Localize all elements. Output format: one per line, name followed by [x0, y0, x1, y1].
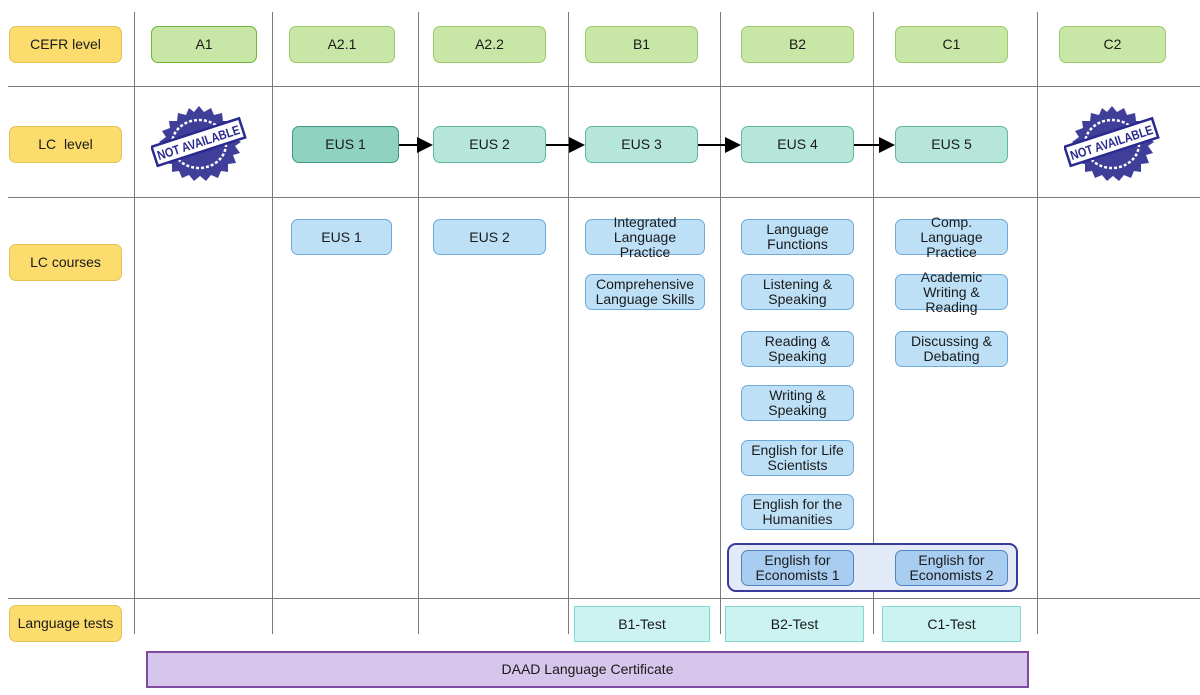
course-discussing-debating: Discussing & Debating: [895, 331, 1008, 367]
test-b2: B2-Test: [725, 606, 864, 642]
column-divider: [568, 12, 569, 634]
course-eus-1: EUS 1: [291, 219, 392, 255]
course-eus-2: EUS 2: [433, 219, 546, 255]
course-listening-speaking: Listening & Speaking: [741, 274, 854, 310]
course-comp-language-practice: Comp. Language Practice: [895, 214, 1008, 259]
row-label-lc-level: LC level: [9, 126, 122, 163]
course-academic-writing-reading: Academic Writing & Reading: [895, 269, 1008, 314]
cefr-c1: C1: [895, 26, 1008, 63]
row-divider: [8, 197, 1200, 198]
cefr-a1: A1: [151, 26, 257, 63]
test-b1: B1-Test: [574, 606, 710, 642]
course-writing-speaking: Writing & Speaking: [741, 385, 854, 421]
cefr-c2: C2: [1059, 26, 1166, 63]
column-divider: [134, 12, 135, 634]
daad-certificate-bar: DAAD Language Certificate: [146, 651, 1029, 688]
course-language-functions: Language Functions: [741, 219, 854, 255]
cefr-b2: B2: [741, 26, 854, 63]
row-label-cefr: CEFR level: [9, 26, 122, 63]
course-english-life-scientists: English for Life Scientists: [741, 440, 854, 476]
lc-level-eus-1: EUS 1: [292, 126, 399, 163]
row-label-tests: Language tests: [9, 605, 122, 642]
course-integrated-language-practice: Integrated Language Practice: [585, 214, 705, 259]
row-divider: [8, 86, 1200, 87]
row-divider: [8, 598, 1200, 599]
not-available-stamp-icon: NOT AVAILABLE: [1064, 106, 1160, 181]
course-comprehensive-language-skills: Comprehensive Language Skills: [585, 274, 705, 310]
lc-level-eus-2: EUS 2: [433, 126, 546, 163]
lc-level-eus-3: EUS 3: [585, 126, 698, 163]
column-divider: [418, 12, 419, 634]
course-english-economists-1: English for Economists 1: [741, 550, 854, 586]
not-available-stamp-icon: NOT AVAILABLE: [151, 106, 247, 181]
test-c1: C1-Test: [882, 606, 1021, 642]
column-divider: [1037, 12, 1038, 634]
column-divider: [720, 12, 721, 634]
column-divider: [873, 12, 874, 634]
cefr-a2-1: A2.1: [289, 26, 395, 63]
lc-level-eus-4: EUS 4: [741, 126, 854, 163]
course-reading-speaking: Reading & Speaking: [741, 331, 854, 367]
course-english-humanities: English for the Humanities: [741, 494, 854, 530]
column-divider: [272, 12, 273, 634]
lc-level-eus-5: EUS 5: [895, 126, 1008, 163]
cefr-a2-2: A2.2: [433, 26, 546, 63]
cefr-b1: B1: [585, 26, 698, 63]
course-english-economists-2: English for Economists 2: [895, 550, 1008, 586]
row-label-lc-courses: LC courses: [9, 244, 122, 281]
